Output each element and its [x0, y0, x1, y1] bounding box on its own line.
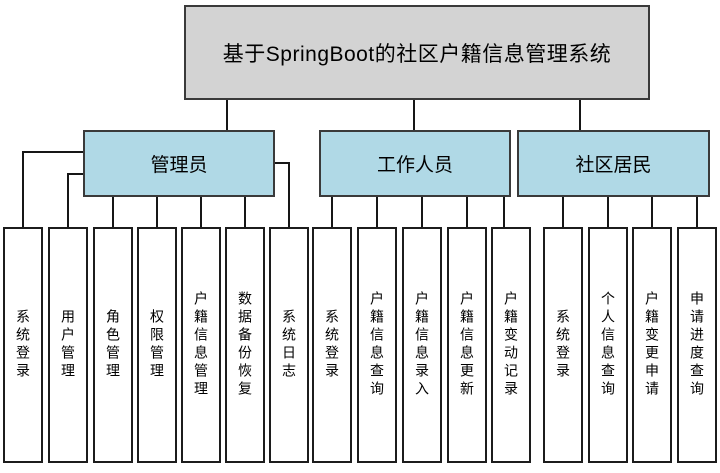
root-node: 基于SpringBoot的社区户籍信息管理系统 [184, 5, 650, 100]
leaf-label: 户籍信息更新 [459, 291, 475, 399]
leaf-label: 申请进度查询 [689, 291, 705, 399]
connector-line [226, 100, 228, 130]
connector-line [503, 197, 505, 227]
leaf-node-household-info-management: 户籍信息管理 [181, 227, 221, 463]
role-node-label: 社区居民 [575, 155, 652, 176]
leaf-node-personal-info-query: 个人信息查询 [588, 227, 628, 463]
role-node-residents: 社区居民 [517, 130, 710, 197]
leaf-node-user-management: 用户管理 [48, 227, 88, 463]
leaf-node-household-change-record: 户籍变动记录 [491, 227, 531, 463]
connector-line [22, 151, 83, 153]
leaf-label: 系统登录 [324, 309, 340, 381]
connector-line [651, 197, 653, 227]
leaf-node-household-change-request: 户籍变更申请 [632, 227, 672, 463]
connector-line [156, 197, 158, 227]
leaf-node-system-login-resident: 系统登录 [543, 227, 583, 463]
connector-line [466, 197, 468, 227]
leaf-node-role-management: 角色管理 [93, 227, 133, 463]
leaf-node-data-backup-restore: 数据备份恢复 [225, 227, 265, 463]
leaf-label: 户籍变动记录 [503, 291, 519, 399]
connector-line [244, 197, 246, 227]
leaf-node-system-login-admin: 系统登录 [3, 227, 43, 463]
connector-line [275, 162, 290, 164]
leaf-label: 户籍信息管理 [193, 291, 209, 399]
connector-line [376, 197, 378, 227]
connector-line [112, 197, 114, 227]
role-node-admin: 管理员 [83, 130, 275, 197]
root-node-label: 基于SpringBoot的社区户籍信息管理系统 [222, 42, 612, 66]
leaf-node-system-log: 系统日志 [269, 227, 309, 463]
connector-line [579, 100, 581, 130]
connector-line [67, 173, 83, 175]
connector-line [562, 197, 564, 227]
leaf-label: 用户管理 [60, 309, 76, 381]
connector-line [696, 197, 698, 227]
leaf-node-request-progress-query: 申请进度查询 [677, 227, 717, 463]
leaf-label: 户籍信息录入 [414, 291, 430, 399]
role-node-label: 工作人员 [376, 155, 453, 176]
connector-line [607, 197, 609, 227]
leaf-node-household-info-update: 户籍信息更新 [447, 227, 487, 463]
leaf-label: 角色管理 [105, 309, 121, 381]
leaf-label: 系统日志 [281, 309, 297, 381]
role-node-staff: 工作人员 [319, 130, 511, 197]
leaf-label: 权限管理 [149, 309, 165, 381]
connector-line [67, 173, 69, 227]
leaf-node-household-info-entry: 户籍信息录入 [402, 227, 442, 463]
leaf-label: 户籍信息查询 [369, 291, 385, 399]
connector-line [413, 100, 415, 130]
connector-line [331, 197, 333, 227]
leaf-label: 系统登录 [555, 309, 571, 381]
leaf-label: 数据备份恢复 [237, 291, 253, 399]
leaf-node-household-info-query: 户籍信息查询 [357, 227, 397, 463]
leaf-label: 户籍变更申请 [644, 291, 660, 399]
connector-line [200, 197, 202, 227]
leaf-label: 系统登录 [15, 309, 31, 381]
connector-line [22, 151, 24, 227]
role-node-label: 管理员 [150, 155, 208, 176]
leaf-node-system-login-staff: 系统登录 [312, 227, 352, 463]
leaf-node-permission-management: 权限管理 [137, 227, 177, 463]
connector-line [421, 197, 423, 227]
leaf-label: 个人信息查询 [600, 291, 616, 399]
connector-line [288, 162, 290, 227]
